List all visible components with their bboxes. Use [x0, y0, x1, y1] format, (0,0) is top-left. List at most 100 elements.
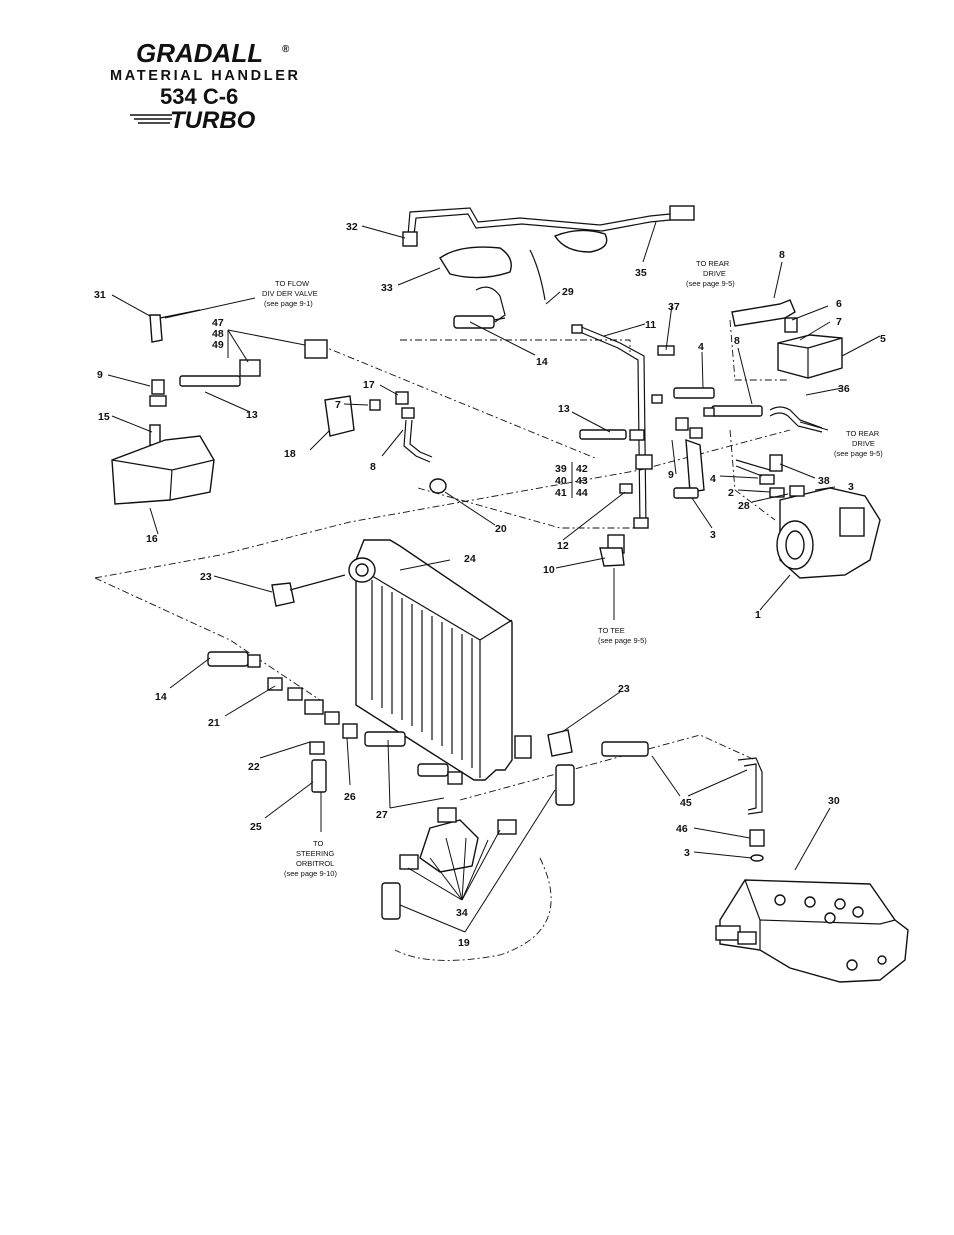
part-23-elbow-left — [271, 574, 346, 607]
callout-42: 42 — [576, 463, 588, 475]
note-tee-2: (see page 9-5) — [598, 636, 647, 645]
part-34-valve — [381, 807, 517, 920]
callout-36: 36 — [838, 383, 850, 395]
callout-4-low: 4 — [710, 473, 716, 485]
note-steering-3: ORBITROL — [296, 859, 334, 868]
note-rear-drive-right-2: DRIVE — [852, 439, 875, 448]
callout-8-mid: 8 — [734, 335, 740, 347]
part-26-fitting — [342, 723, 358, 739]
callout-12: 12 — [557, 540, 569, 552]
part-21-fitting — [267, 677, 283, 691]
callout-10: 10 — [543, 564, 555, 576]
part-32-fitting — [402, 231, 418, 247]
callout-40: 40 — [555, 475, 567, 487]
logo-speed-lines — [130, 114, 172, 124]
callout-20: 20 — [495, 523, 507, 535]
note-flow-divider-2: DIV DER VALVE — [262, 289, 318, 298]
callout-48: 48 — [212, 328, 224, 340]
callout-9-left: 9 — [97, 369, 103, 381]
part-23-elbow-right — [547, 729, 573, 757]
callout-24: 24 — [464, 553, 476, 565]
gradall-logo: GRADALL ® MATERIAL HANDLER 534 C-6 TURBO — [110, 38, 299, 134]
part-3-oring — [750, 854, 764, 862]
logo-line1: MATERIAL HANDLER — [110, 68, 299, 84]
center-left-components — [324, 391, 447, 494]
callout-49: 49 — [212, 339, 224, 351]
callout-39: 39 — [555, 463, 567, 475]
callout-14-top: 14 — [536, 356, 548, 368]
part-3-hose — [673, 487, 699, 499]
callout-18: 18 — [284, 448, 296, 460]
callout-37: 37 — [668, 301, 680, 313]
part-35-fitting — [669, 205, 695, 221]
logo-brand: GRADALL — [136, 38, 263, 68]
callout-15: 15 — [98, 411, 110, 423]
callout-33: 33 — [381, 282, 393, 294]
middle-fittings — [599, 345, 763, 567]
part-8-hose-right — [711, 405, 763, 417]
callout-23-right: 23 — [618, 683, 630, 695]
part-33-body — [439, 246, 512, 279]
callout-21: 21 — [208, 717, 220, 729]
manifold-block — [553, 229, 608, 253]
callout-41: 41 — [555, 487, 567, 499]
part-18-solenoid — [324, 395, 355, 437]
callout-44: 44 — [576, 487, 588, 499]
callout-labels: 32 33 35 29 31 47 48 49 9 13 15 16 17 7 … — [94, 221, 886, 949]
callout-3-low: 3 — [684, 847, 690, 859]
callout-7-right: 7 — [836, 316, 842, 328]
note-tee-1: TO TEE — [598, 626, 625, 635]
part-13-hose-middle — [579, 429, 627, 440]
callout-2: 2 — [728, 487, 734, 499]
callout-13-left: 13 — [246, 409, 258, 421]
callout-4-top: 4 — [698, 341, 704, 353]
note-rear-drive-top-1: TO REAR — [696, 259, 730, 268]
cooler-fins — [371, 580, 473, 768]
callout-8-left: 8 — [370, 461, 376, 473]
note-flow-divider-3: (see page 9-1) — [264, 299, 313, 308]
part-4-hose — [673, 387, 715, 399]
callout-31: 31 — [94, 289, 106, 301]
callout-22: 22 — [248, 761, 260, 773]
part-36-hose — [769, 406, 823, 433]
part-47-49-block — [304, 339, 328, 359]
callout-17: 17 — [363, 379, 375, 391]
callout-11: 11 — [645, 319, 656, 331]
callout-16: 16 — [146, 533, 158, 545]
callout-43: 43 — [576, 475, 588, 487]
part-14-hose-lower — [207, 651, 249, 667]
part-7-plug — [369, 399, 381, 411]
tube-11-12 — [571, 324, 649, 529]
note-steering-4: (see page 9-10) — [284, 869, 337, 878]
callout-14-low: 14 — [155, 691, 167, 703]
note-rear-drive-top-3: (see page 9-5) — [686, 279, 735, 288]
right-lower-hoses — [547, 729, 765, 862]
part-31-fitting — [149, 314, 163, 343]
callout-3-pump: 3 — [848, 481, 854, 493]
callout-34: 34 — [456, 907, 468, 919]
part-6-fitting — [784, 317, 798, 333]
callout-13-mid: 13 — [558, 403, 570, 415]
callout-27: 27 — [376, 809, 388, 821]
part-30-control-valve — [715, 879, 909, 983]
left-components — [111, 309, 328, 505]
callout-29: 29 — [562, 286, 574, 298]
callout-46: 46 — [676, 823, 688, 835]
callout-35: 35 — [635, 267, 647, 279]
callout-45: 45 — [680, 797, 692, 809]
callout-30: 30 — [828, 795, 840, 807]
reference-notes: TO FLOW DIV DER VALVE (see page 9-1) TO … — [262, 259, 883, 878]
part-46-fitting — [749, 829, 765, 847]
top-manifold-assembly — [402, 205, 695, 323]
part-19-hose — [381, 882, 401, 920]
part-9-fitting-left — [151, 379, 165, 395]
part-13-hose-left — [179, 375, 241, 387]
part-16-tank — [111, 435, 215, 505]
part-27-hose — [364, 731, 406, 747]
callout-25: 25 — [250, 821, 262, 833]
callout-26: 26 — [344, 791, 356, 803]
callout-38: 38 — [818, 475, 830, 487]
note-steering-2: STEERING — [296, 849, 335, 858]
note-steering-1: TO — [313, 839, 323, 848]
